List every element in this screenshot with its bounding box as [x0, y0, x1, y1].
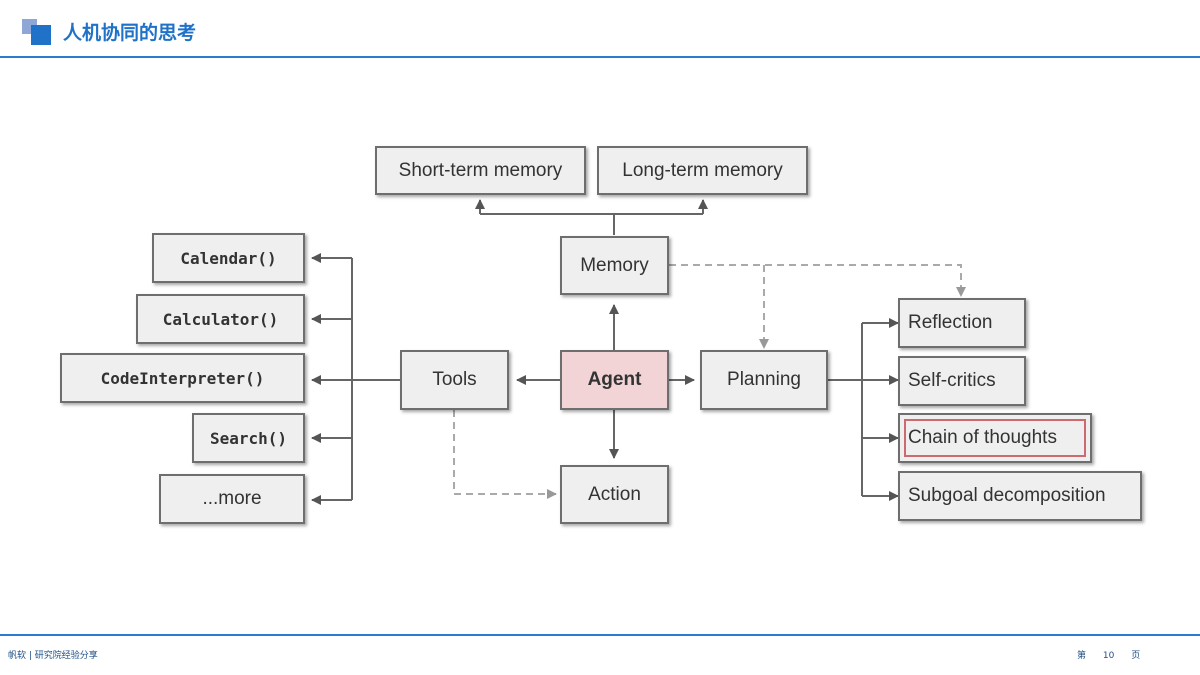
logo-square-front	[31, 25, 51, 45]
short-term-memory-node: Short-term memory	[375, 146, 586, 195]
memory-node: Memory	[560, 236, 669, 295]
calendar-tool-node: Calendar()	[152, 233, 305, 283]
page-suffix: 页	[1131, 651, 1141, 661]
memory-to-stores-connector	[480, 213, 703, 235]
tools-bus-connector	[351, 258, 400, 500]
page-number: 10	[1102, 651, 1115, 661]
footer-divider	[0, 634, 1200, 636]
header-divider	[0, 56, 1200, 58]
more-tools-node: ...more	[159, 474, 305, 524]
code-interpreter-tool-node: CodeInterpreter()	[60, 353, 305, 403]
search-tool-node: Search()	[192, 413, 305, 463]
subgoal-decomposition-node: Subgoal decomposition	[898, 471, 1142, 521]
agent-node: Agent	[560, 350, 669, 410]
dashed-memory-to-reflection	[669, 264, 966, 297]
dashed-tools-to-action	[453, 410, 557, 499]
slide-title: 人机协同的思考	[63, 22, 197, 44]
action-node: Action	[560, 465, 669, 524]
planning-node: Planning	[700, 350, 828, 410]
reflection-node: Reflection	[898, 298, 1026, 348]
self-critics-node: Self-critics	[898, 356, 1026, 406]
calculator-tool-node: Calculator()	[136, 294, 305, 344]
page-indicator: 第 10 页	[1077, 648, 1140, 661]
chain-of-thoughts-label: Chain of thoughts	[908, 427, 1057, 448]
planning-bus-connector	[828, 323, 863, 496]
chain-of-thoughts-node: Chain of thoughts	[898, 413, 1092, 463]
tools-node: Tools	[400, 350, 509, 410]
long-term-memory-node: Long-term memory	[597, 146, 808, 195]
footer-source: 帆软 | 研究院经验分享	[8, 651, 98, 661]
page-prefix: 第	[1077, 651, 1087, 661]
slide-header: 人机协同的思考	[0, 0, 1200, 58]
